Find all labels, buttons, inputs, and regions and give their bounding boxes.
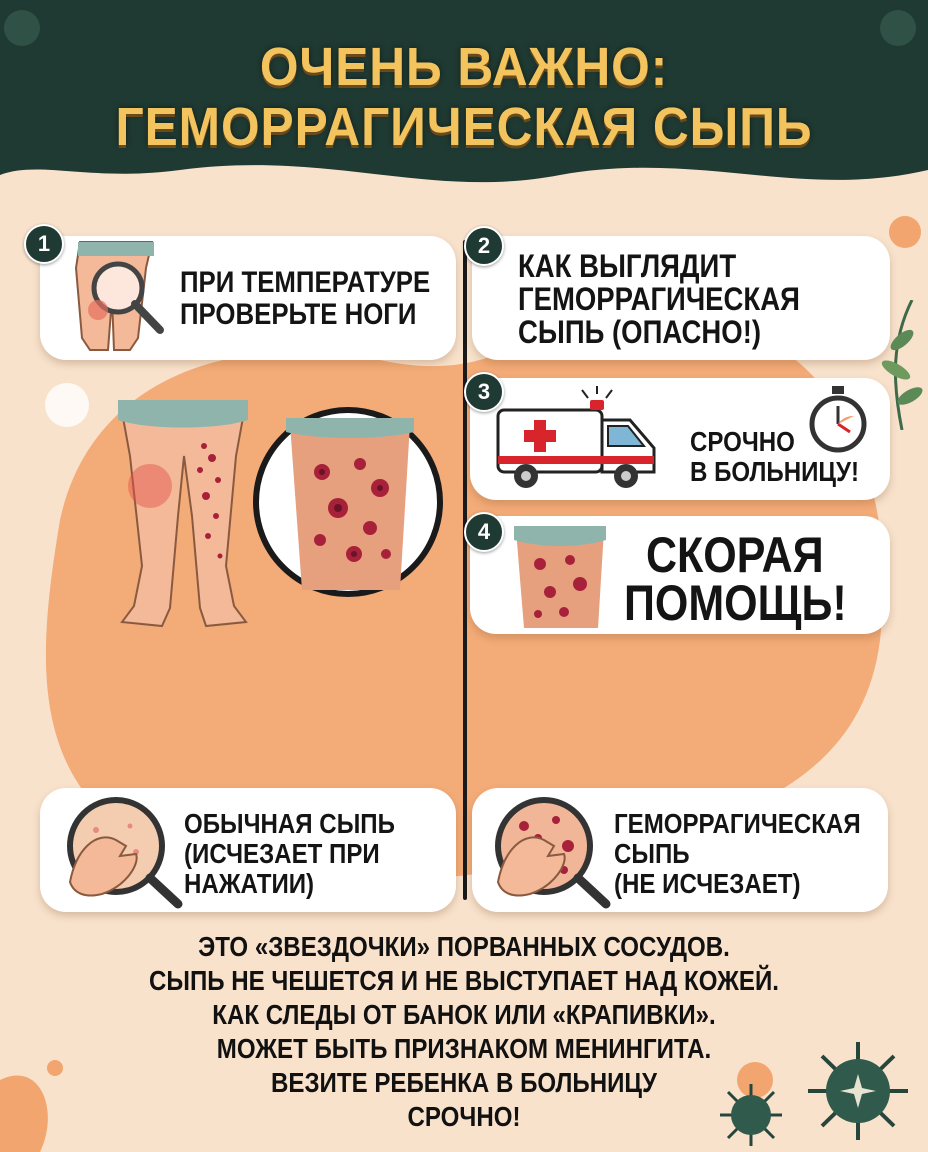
step-3-text-line1: СРОЧНО <box>690 426 795 457</box>
normal-rash-line1: ОБЫЧНАЯ СЫПЬ <box>184 808 395 839</box>
step-4-text-line1: СКОРАЯ <box>646 527 824 583</box>
center-divider <box>463 240 467 900</box>
rash-closeup-circle <box>253 407 443 597</box>
leaf-icon <box>881 300 923 430</box>
step-card-2 <box>472 236 890 360</box>
step-2-text-line3: СЫПЬ (ОПАСНО!) <box>518 314 762 350</box>
bottom-line-1: ЭТО «ЗВЕЗДОЧКИ» ПОРВАННЫХ СОСУДОВ. <box>198 931 730 962</box>
normal-rash-line2: (ИСЧЕЗАЕТ ПРИ <box>184 838 380 869</box>
virus-icon <box>808 1042 908 1140</box>
rash-leg-icon <box>514 526 606 628</box>
hemorrhagic-rash-press-icon <box>495 797 611 909</box>
page-title-line1: ОЧЕНЬ ВАЖНО: <box>259 37 669 97</box>
page-title-line2: ГЕМОРРАГИЧЕСКАЯ СЫПЬ <box>115 97 813 157</box>
legs-magnifier-icon <box>74 241 164 351</box>
bottom-line-4: МОЖЕТ БЫТЬ ПРИЗНАКОМ МЕНИНГИТА. <box>216 1033 712 1064</box>
hemorrhagic-rash-line2: СЫПЬ <box>614 838 690 869</box>
bottom-line-3: КАК СЛЕДЫ ОТ БАНОК ИЛИ «КРАПИВКИ». <box>212 999 716 1030</box>
bottom-info-text: ЭТО «ЗВЕЗДОЧКИ» ПОРВАННЫХ СОСУДОВ. СЫПЬ … <box>99 930 828 1134</box>
step-badge-4: 4 <box>464 512 504 552</box>
hemorrhagic-rash-line1: ГЕМОРРАГИЧЕСКАЯ <box>614 808 861 839</box>
rash-legs-illustration <box>118 400 248 628</box>
step-badge-3: 3 <box>464 372 504 412</box>
step-4-text-line2: ПОМОЩЬ! <box>624 575 847 631</box>
step-badge-1: 1 <box>24 224 64 264</box>
step-badge-2: 2 <box>464 226 504 266</box>
bottom-line-6: СРОЧНО! <box>407 1101 521 1132</box>
header-background <box>0 0 928 183</box>
hemorrhagic-rash-line3: (НЕ ИСЧЕЗАЕТ) <box>614 868 801 899</box>
step-2-text-line1: КАК ВЫГЛЯДИТ <box>518 248 737 284</box>
bottom-line-2: СЫПЬ НЕ ЧЕШЕТСЯ И НЕ ВЫСТУПАЕТ НАД КОЖЕЙ… <box>149 965 779 996</box>
step-1-text-line2: ПРОВЕРЬТЕ НОГИ <box>180 298 417 331</box>
bottom-line-5: ВЕЗИТЕ РЕБЕНКА В БОЛЬНИЦУ <box>271 1067 657 1098</box>
ambulance-icon <box>496 386 656 488</box>
step-1-text-line1: ПРИ ТЕМПЕРАТУРЕ <box>180 266 431 299</box>
step-2-text-line2: ГЕМОРРАГИЧЕСКАЯ <box>518 281 800 317</box>
stopwatch-icon <box>809 386 867 453</box>
normal-rash-press-icon <box>67 797 183 909</box>
normal-rash-line3: НАЖАТИИ) <box>184 868 315 899</box>
small-virus-icon <box>720 1084 782 1146</box>
step-3-text-line2: В БОЛЬНИЦУ! <box>690 456 860 487</box>
